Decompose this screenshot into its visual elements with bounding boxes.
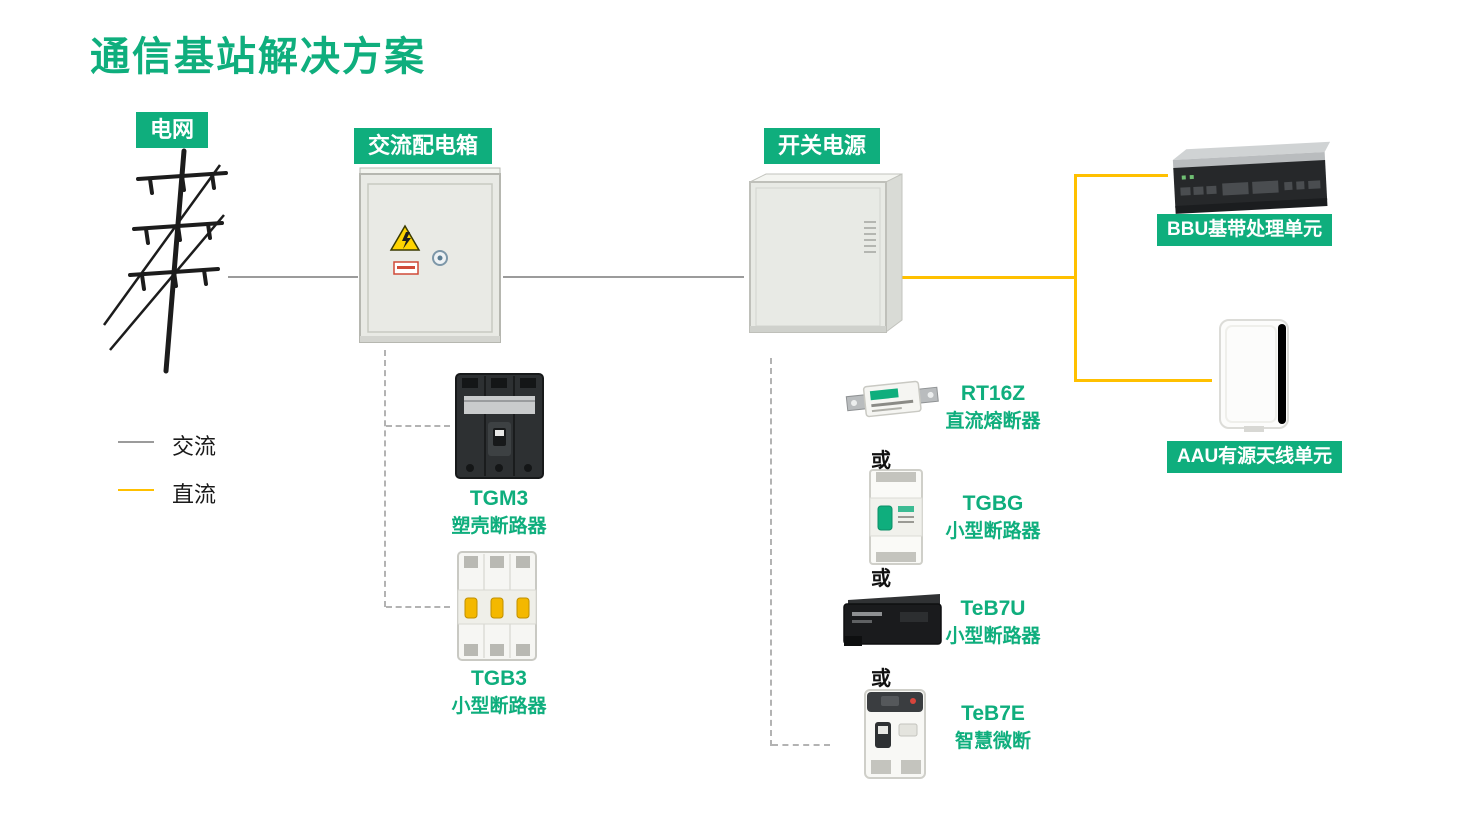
aau-badge: AAU有源天线单元: [1167, 441, 1343, 473]
switching-power-cabinet-image: [744, 170, 904, 343]
switching-power-badge: 开关电源: [764, 128, 881, 164]
tgbg-breaker-image: [862, 468, 930, 571]
grid-badge: 电网: [136, 112, 209, 148]
teb7e-breaker-image: [855, 688, 935, 785]
rt16z-name: RT16Z: [960, 382, 1026, 405]
dc-line-to-aau: [1074, 379, 1212, 382]
teb7u-breaker-image: [840, 586, 945, 657]
or-separator-1: 或: [871, 450, 891, 472]
dc-products-dash-vertical: [770, 358, 772, 746]
page-title: 通信基站解决方案: [90, 35, 426, 79]
dc-line-to-bbu: [1074, 174, 1168, 177]
tgm3-name: TGM3: [469, 487, 529, 510]
rt16z-desc: 直流熔断器: [945, 411, 1041, 432]
ac-distribution-box-badge: 交流配电箱: [354, 128, 493, 164]
ac-products-dash-to-tgb3: [386, 606, 450, 608]
tgb3-desc: 小型断路器: [451, 696, 547, 717]
legend-dc-line: [118, 489, 154, 491]
or-separator-3: 或: [871, 668, 891, 690]
tgm3-breaker-image: [452, 370, 547, 487]
bbu-badge: BBU基带处理单元: [1157, 214, 1333, 246]
dc-line-branch: [1074, 174, 1077, 382]
tgbg-desc: 小型断路器: [945, 521, 1041, 542]
dc-line-psu-out: [902, 276, 1076, 279]
tgb3-breaker-image: [452, 550, 542, 667]
legend-dc-label: 直流: [172, 482, 217, 507]
ac-line-box-to-psu: [503, 276, 744, 278]
tgm3-desc: 塑壳断路器: [451, 516, 547, 537]
tgb3-name: TGB3: [470, 667, 527, 690]
ac-distribution-box-image: [358, 166, 503, 351]
legend-ac-label: 交流: [172, 434, 217, 459]
tgbg-name: TGBG: [962, 492, 1024, 515]
aau-unit-image: [1210, 316, 1295, 439]
bbu-unit-image: [1168, 138, 1333, 228]
or-separator-2: 或: [871, 568, 891, 590]
rt16z-fuse-image: [845, 370, 940, 437]
ac-products-dash-to-tgm3: [386, 425, 450, 427]
teb7u-desc: 小型断路器: [945, 626, 1041, 647]
power-tower-illustration: [100, 145, 240, 380]
ac-line-grid-to-box: [228, 276, 358, 278]
teb7e-name: TeB7E: [961, 702, 1025, 725]
legend-ac-line: [118, 441, 154, 443]
dc-products-dash-to-teb7e: [772, 744, 830, 746]
teb7e-desc: 智慧微断: [954, 731, 1031, 752]
ac-products-dash-vertical: [384, 350, 386, 607]
teb7u-name: TeB7U: [960, 597, 1026, 620]
